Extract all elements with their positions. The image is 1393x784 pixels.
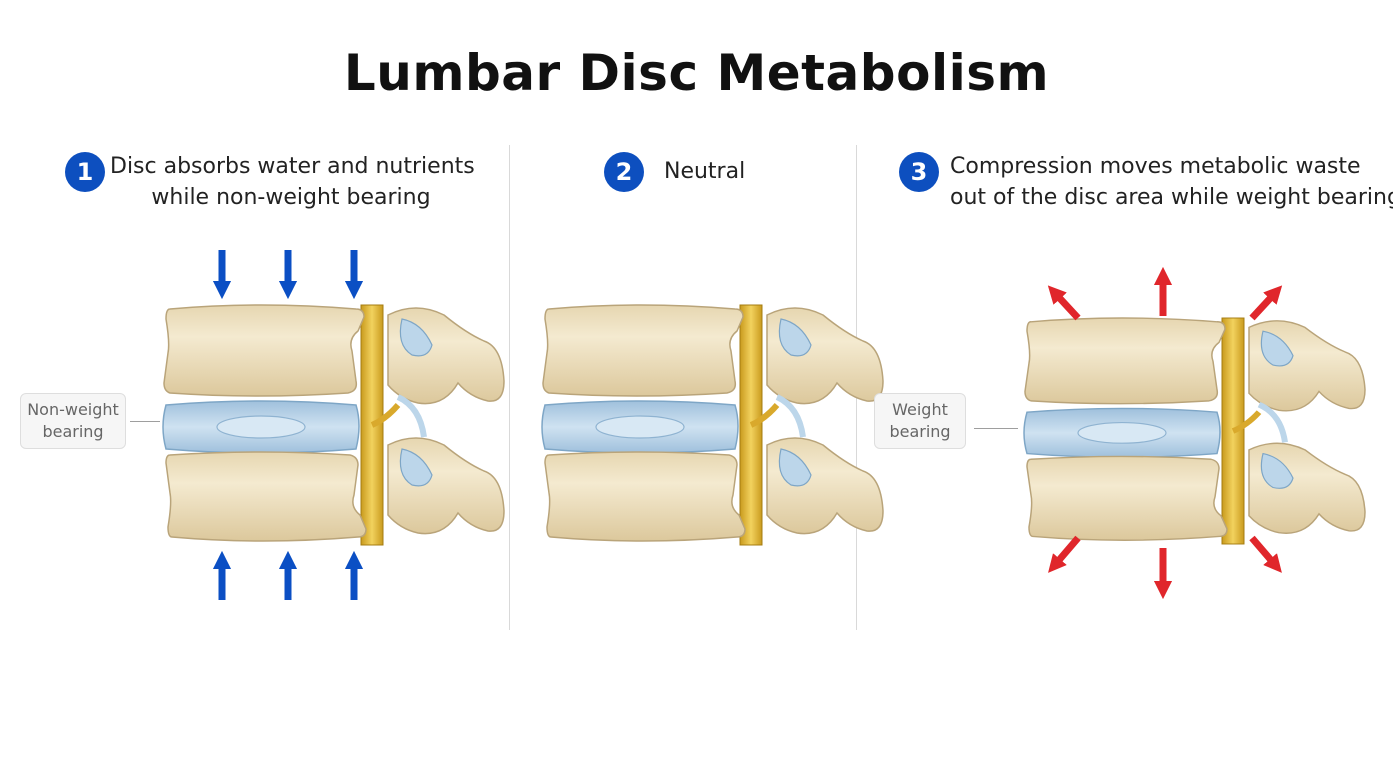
non-weight-bearing-label: Non-weight bearing	[20, 393, 126, 449]
label-line: Weight	[892, 400, 948, 419]
step-1-caption: Disc absorbs water and nutrients while n…	[110, 151, 475, 213]
label-line: bearing	[42, 422, 104, 441]
label-leader-line	[974, 428, 1018, 429]
caption-line: Compression moves metabolic waste	[950, 154, 1361, 179]
caption-line: Disc absorbs water and nutrients	[110, 154, 475, 179]
up-right-arrow-icon	[1249, 285, 1283, 321]
step-2-badge: 2	[604, 152, 644, 192]
label-line: bearing	[889, 422, 951, 441]
step-2-caption: Neutral	[664, 156, 745, 187]
down-left-arrow-icon	[1048, 535, 1081, 573]
down-right-arrow-icon	[1249, 535, 1282, 573]
caption-line: Neutral	[664, 159, 746, 184]
caption-line: while non-weight bearing	[151, 185, 431, 210]
panel-divider	[509, 145, 510, 630]
caption-line: out of the disc area while weight bearin…	[950, 185, 1393, 210]
weight-bearing-label: Weight bearing	[874, 393, 966, 449]
step-3-badge: 3	[899, 152, 939, 192]
label-line: Non-weight	[27, 400, 119, 419]
step-3-caption: Compression moves metabolic waste out of…	[950, 151, 1393, 213]
up-left-arrow-icon	[1047, 285, 1081, 321]
label-leader-line	[130, 421, 160, 422]
page-title: Lumbar Disc Metabolism	[343, 44, 1050, 102]
step-1-badge: 1	[65, 152, 105, 192]
